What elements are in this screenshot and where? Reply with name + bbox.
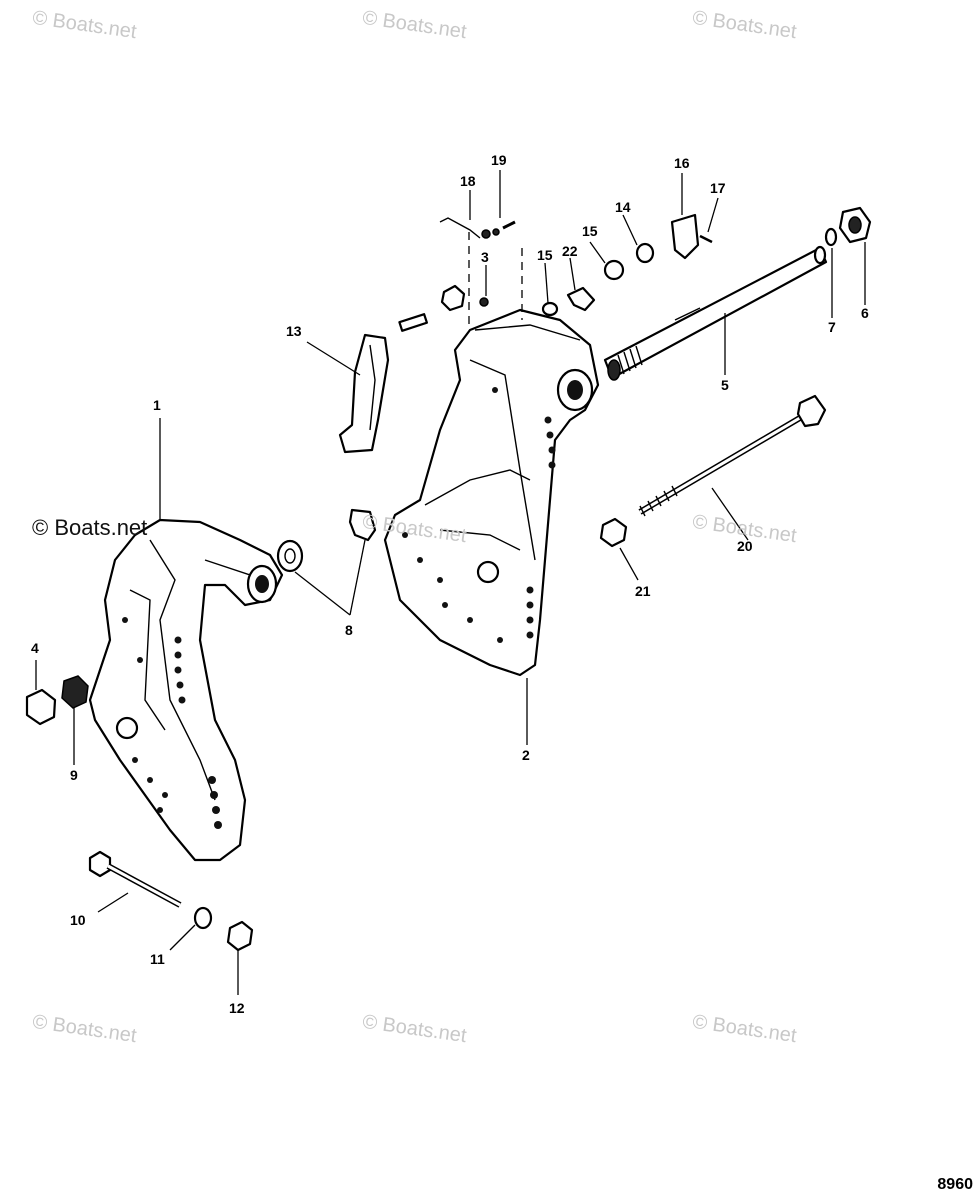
callout-17: 17 <box>710 180 726 196</box>
tilt-tube <box>603 245 828 381</box>
callout-18: 18 <box>460 173 476 189</box>
callout-11: 11 <box>150 951 165 967</box>
callout-19: 19 <box>491 152 507 168</box>
small-hardware <box>439 213 713 317</box>
callout-14: 14 <box>615 199 631 215</box>
callout-9: 9 <box>70 767 78 783</box>
callout-21: 21 <box>635 583 651 599</box>
tilt-tube-washer <box>824 227 838 247</box>
figure-number: 8960 <box>937 1176 973 1193</box>
callout-16: 16 <box>674 155 690 171</box>
callout-15a: 15 <box>582 223 598 239</box>
washers <box>276 508 377 573</box>
callout-7: 7 <box>828 319 836 335</box>
callout-5: 5 <box>721 377 729 393</box>
through-bolt <box>638 394 827 517</box>
callout-1: 1 <box>153 397 161 413</box>
bolt-nut-21 <box>599 517 628 548</box>
nut-12 <box>226 920 254 952</box>
right-transom-bracket <box>383 308 600 677</box>
callout-3: 3 <box>481 249 489 265</box>
callout-6: 6 <box>861 305 869 321</box>
bolt-10 <box>88 850 182 908</box>
watermark-dark: © Boats.net <box>32 515 148 540</box>
callout-20: 20 <box>737 538 753 554</box>
callout-10: 10 <box>70 912 86 928</box>
callout-15b: 15 <box>537 247 553 263</box>
tilt-lever <box>338 313 429 454</box>
callout-2: 2 <box>522 747 530 763</box>
callout-8: 8 <box>345 622 353 638</box>
left-transom-bracket <box>88 518 284 862</box>
callout-4: 4 <box>31 640 39 656</box>
washer-11 <box>193 906 213 930</box>
tilt-tube-nut <box>838 206 872 244</box>
callout-22: 22 <box>562 243 578 259</box>
callout-numbers: 1 2 3 4 5 6 7 8 9 10 11 12 13 14 15 15 1… <box>31 152 869 1016</box>
hex-nut-4 <box>25 688 57 726</box>
callout-13: 13 <box>286 323 302 339</box>
leader-lines <box>35 170 866 995</box>
callout-12: 12 <box>229 1000 245 1016</box>
locknut-9 <box>61 675 89 709</box>
